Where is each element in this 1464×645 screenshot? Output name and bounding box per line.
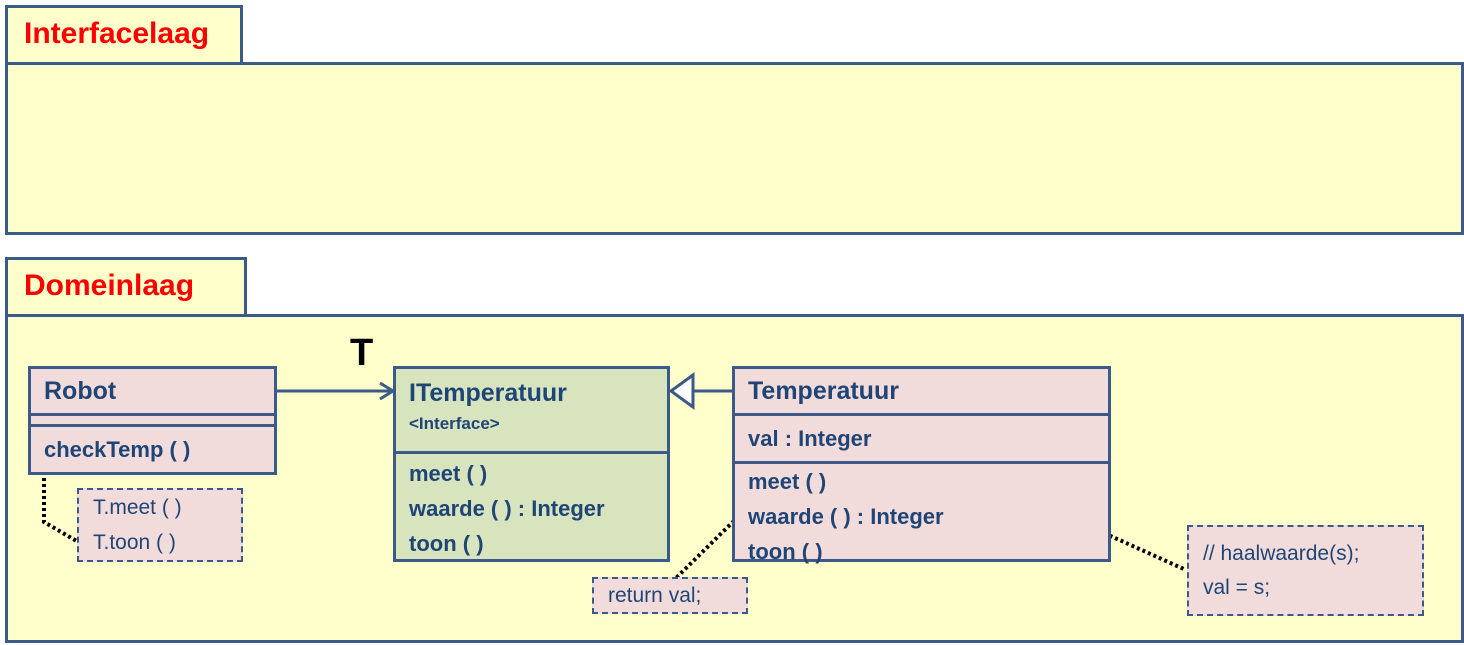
domain-layer-title: Domeinlaag <box>5 257 247 317</box>
attribute: val : Integer <box>735 416 1108 464</box>
association-role-label: T <box>350 332 374 374</box>
stereotype: <Interface> <box>409 414 500 433</box>
note-link-waarde <box>674 506 749 580</box>
class-name: Robot <box>31 369 274 416</box>
note-line: T.toon ( ) <box>93 531 176 554</box>
interface-layer-title: Interfacelaag <box>5 5 243 65</box>
realization-triangle <box>668 372 695 410</box>
note-line: val = s; <box>1203 576 1271 599</box>
methods-section: meet ( ) waarde ( ) : Integer toon ( ) <box>396 454 667 561</box>
method: waarde ( ) : Integer <box>748 504 944 529</box>
method: toon ( ) <box>748 539 823 564</box>
method: toon ( ) <box>409 531 484 556</box>
interface-header: ITemperatuur <Interface> <box>396 369 667 454</box>
note-robot-check: T.meet ( ) T.toon ( ) <box>77 488 243 562</box>
methods-section: meet ( ) waarde ( ) : Integer toon ( ) <box>735 464 1108 569</box>
interface-itemperatuur[interactable]: ITemperatuur <Interface> meet ( ) waarde… <box>393 366 670 562</box>
interface-name: ITemperatuur <box>409 379 567 407</box>
class-robot[interactable]: Robot checkTemp ( ) <box>28 366 277 475</box>
note-line: return val; <box>608 584 702 607</box>
method: checkTemp ( ) <box>44 437 191 462</box>
method: meet ( ) <box>409 461 488 486</box>
method: waarde ( ) : Integer <box>409 496 605 521</box>
class-temperatuur[interactable]: Temperatuur val : Integer meet ( ) waard… <box>732 366 1111 564</box>
note-line: // haalwaarde(s); <box>1203 542 1360 565</box>
interface-layer-panel <box>5 62 1464 235</box>
class-name: Temperatuur <box>735 369 1108 416</box>
note-meet: // haalwaarde(s); val = s; <box>1187 525 1424 616</box>
method: meet ( ) <box>748 469 827 494</box>
note-waarde: return val; <box>592 577 748 614</box>
attributes-section <box>31 416 274 427</box>
note-link-robot <box>42 460 82 545</box>
note-line: T.meet ( ) <box>93 496 182 519</box>
